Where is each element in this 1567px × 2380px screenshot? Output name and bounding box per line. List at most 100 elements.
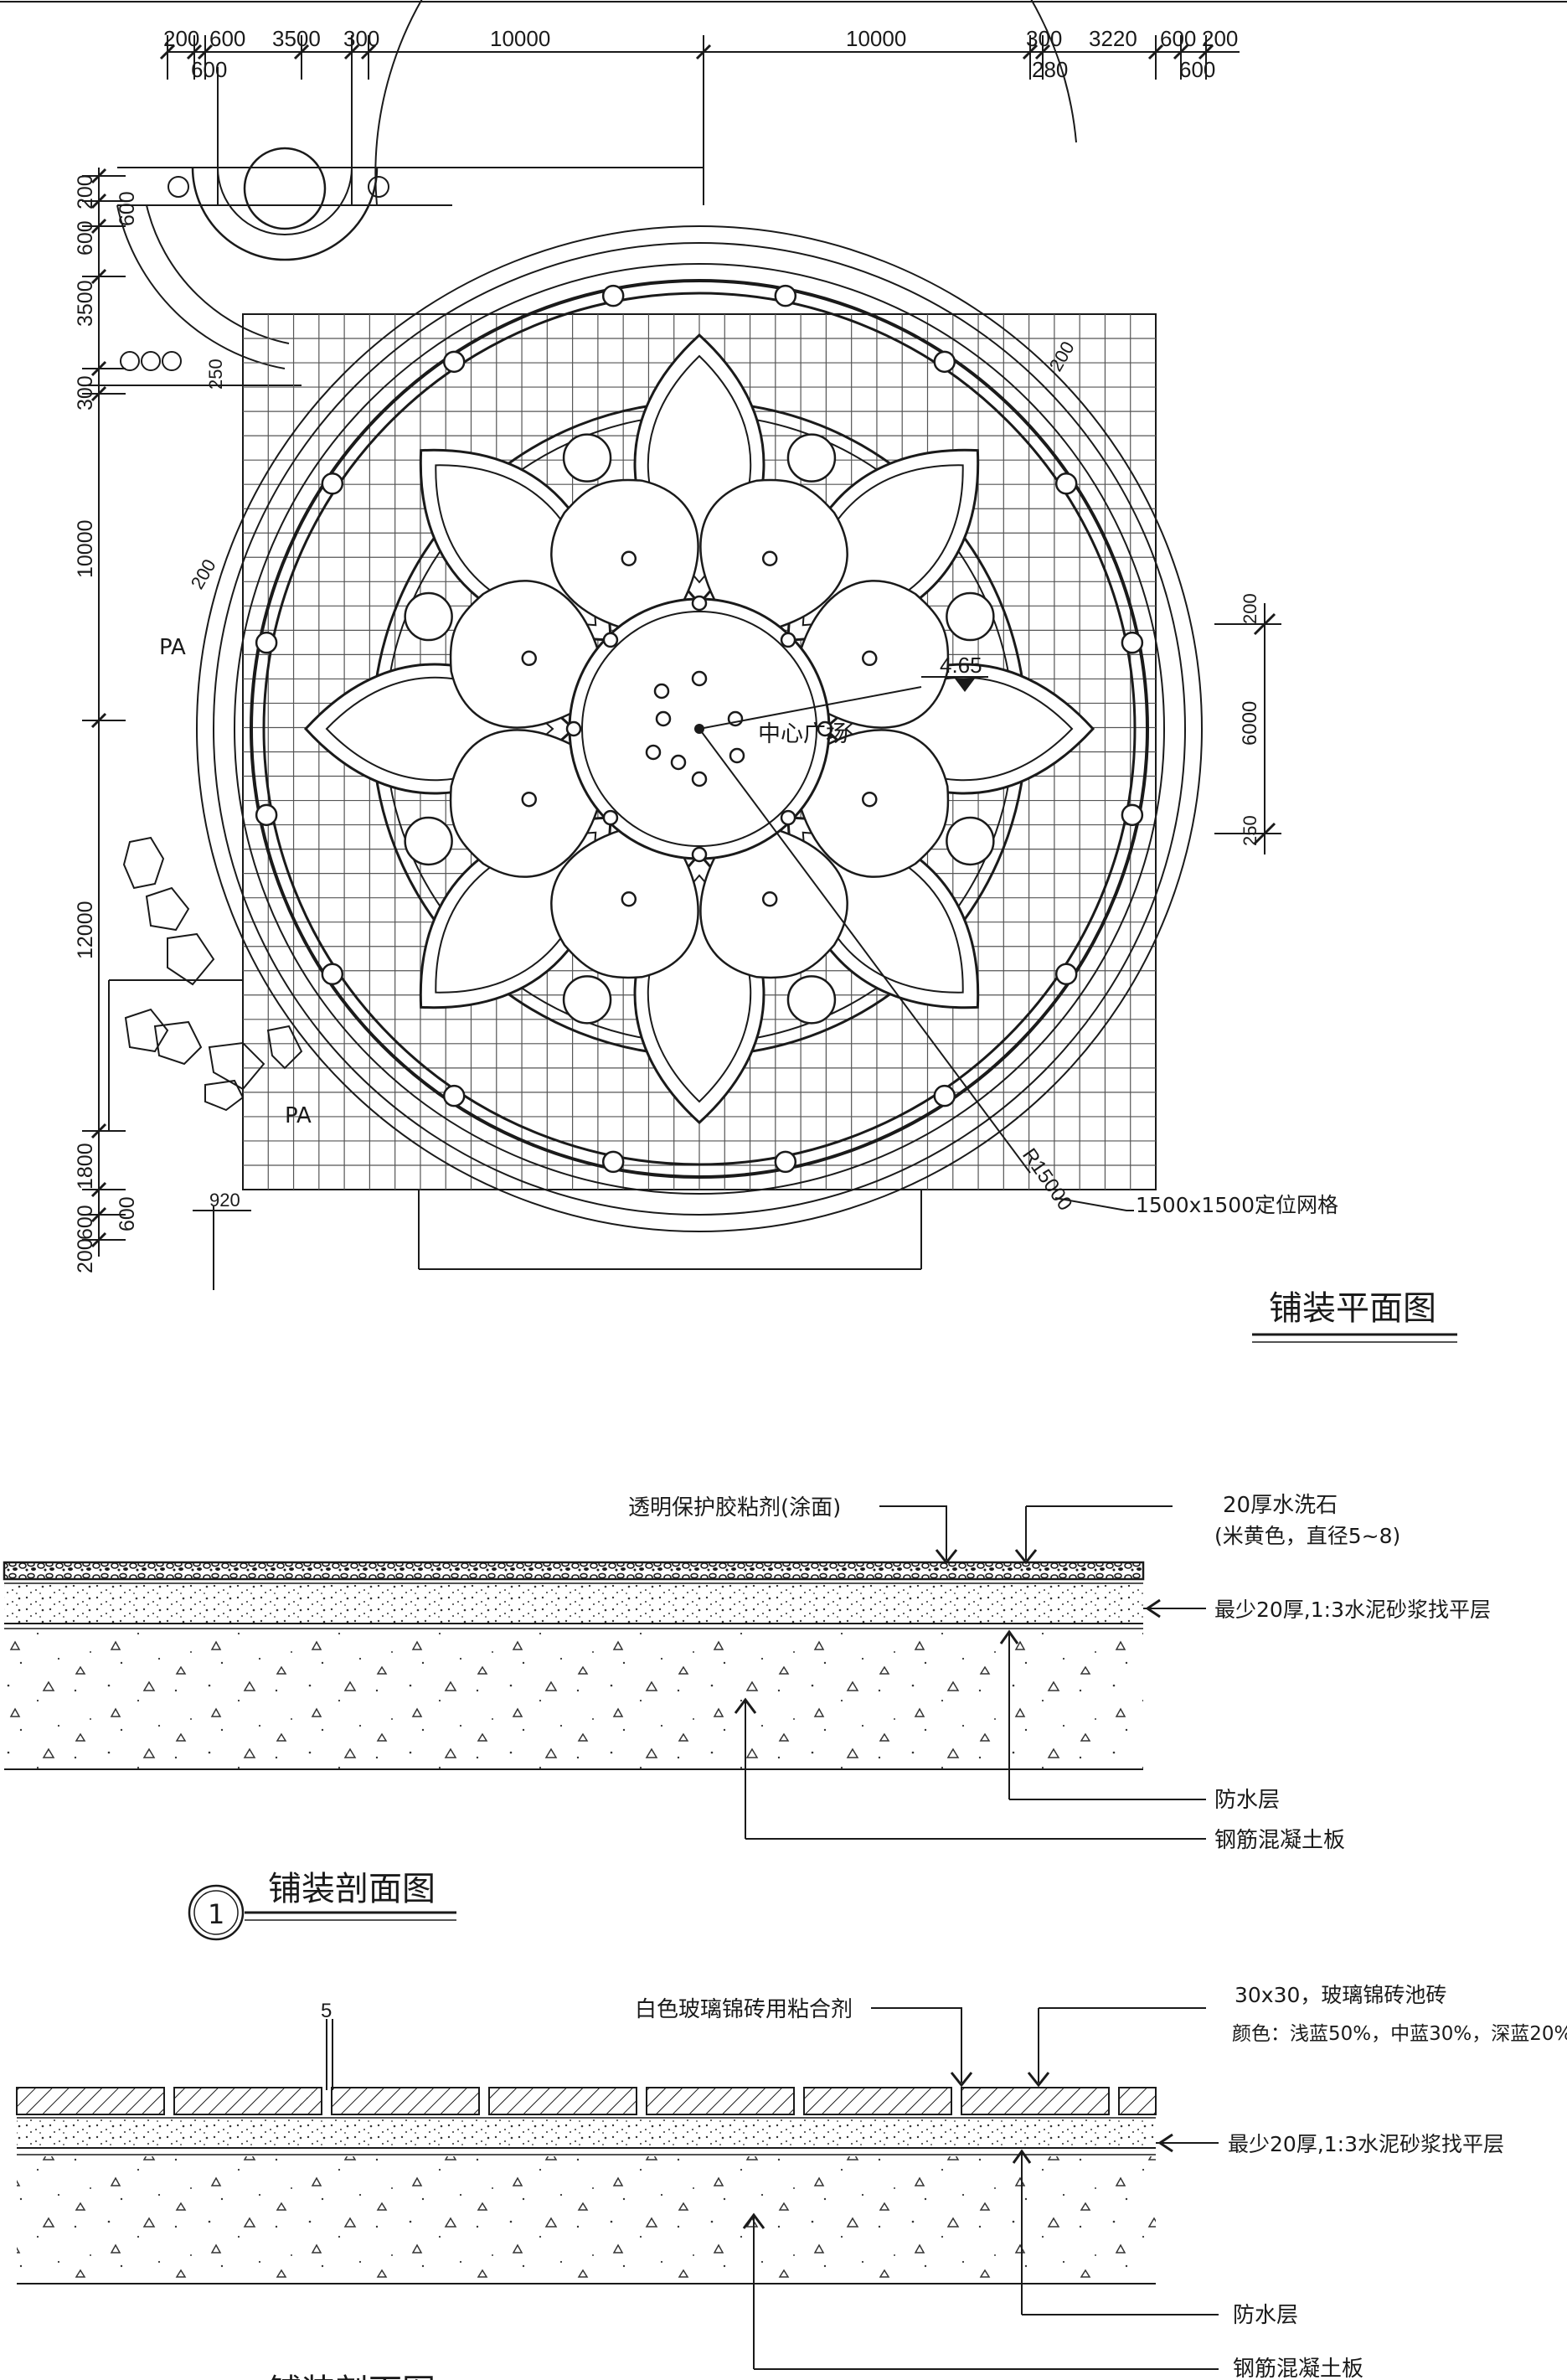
feature-circle: [946, 591, 995, 642]
extra-dim-920: 920: [209, 1190, 240, 1211]
section-number: 1: [208, 1898, 224, 1930]
glass-mosaic-tile: [331, 2087, 480, 2115]
top-tick-mark: [293, 44, 310, 60]
label-waterproof-2: 防水层: [1233, 2303, 1298, 2328]
top-tick-mark: [197, 44, 214, 60]
junction-dot: [602, 632, 619, 648]
grid-label: 1500x1500定位网格: [1136, 1193, 1338, 1217]
elevation-marker: 4.65: [921, 653, 988, 692]
top-tick-mark: [159, 44, 176, 60]
center-dot: [670, 754, 687, 771]
ring-dot: [774, 1150, 797, 1174]
extra-dim-200: 200: [187, 555, 220, 592]
left-tick-mark: [90, 1123, 107, 1139]
ring-dot: [442, 350, 466, 374]
glass-mosaic-tile: [16, 2087, 165, 2115]
left-dim-label: 200: [74, 1238, 97, 1273]
left-dim-label: 200: [74, 174, 97, 209]
ring-dot: [255, 631, 278, 654]
top-tick-mark: [1173, 44, 1189, 60]
junction-dot: [780, 809, 796, 826]
top-tick-mark: [186, 44, 203, 60]
paving-section-2: 5 白色玻璃锦砖用粘合剂 30x30，玻璃锦砖池砖 颜色：浅蓝50%，中蓝30%…: [16, 1983, 1567, 2380]
right-dim-250: 250: [1240, 815, 1260, 846]
left-dim-label: 600: [74, 220, 97, 256]
pa-label-top: PA: [159, 635, 186, 660]
left-tick-mark: [90, 385, 107, 402]
ring-dot: [601, 1150, 625, 1174]
ring-dot: [1121, 631, 1144, 654]
ring-dot: [1054, 472, 1078, 495]
rock-cluster: [122, 836, 303, 1112]
top-tick-mark: [1022, 44, 1039, 60]
right-dim-200: 200: [1240, 593, 1260, 624]
paving-section-1: 透明保护胶粘剂(涂面) 20厚水洗石 (米黄色，直径5~8) 最少20厚,1:3…: [3, 1493, 1491, 1941]
left-dim-label: 3500: [74, 280, 97, 327]
center-dot: [691, 670, 708, 687]
feature-circle: [562, 433, 612, 483]
top-dim-sub-label: 280: [1032, 57, 1068, 82]
petal-dot: [761, 550, 778, 566]
junction-dot: [691, 595, 708, 612]
section-1-title-text: 铺装剖面图: [268, 1870, 436, 1908]
top-dim-label: 3220: [1089, 26, 1137, 51]
pa-label-bottom: PA: [285, 1103, 312, 1128]
lotus-pattern: [303, 333, 1095, 1174]
label-slab-2: 钢筋混凝土板: [1233, 2357, 1363, 2380]
left-tick-mark: [90, 218, 107, 235]
left-dim-label: 10000: [74, 519, 97, 578]
top-tick-mark: [1034, 44, 1051, 60]
label-mortar-2: 最少20厚,1:3水泥砂浆找平层: [1228, 2132, 1504, 2156]
glass-mosaic-tile: [1118, 2087, 1157, 2115]
ring-dot: [321, 963, 344, 986]
junction-dot: [780, 632, 796, 648]
feature-circle: [786, 975, 837, 1025]
section-2-title-text: 铺装剖面图: [268, 2372, 436, 2380]
left-dim-label: 600: [116, 191, 139, 226]
petal-dot: [621, 891, 637, 907]
feature-circle: [404, 816, 453, 866]
top-dim-label: 10000: [846, 26, 906, 51]
entrance-feature: [88, 0, 1077, 386]
petal-dot: [521, 791, 537, 808]
elevation-value: 4.65: [940, 653, 982, 678]
top-dim-sub-label: 600: [191, 57, 227, 82]
glass-mosaic-tile: [173, 2087, 322, 2115]
top-dim-label: 300: [1026, 26, 1062, 51]
left-tick-mark: [90, 168, 107, 184]
junction-dot: [565, 720, 582, 737]
petal-dot: [862, 650, 878, 667]
left-tick-mark: [90, 1206, 107, 1223]
left-tick-mark: [90, 712, 107, 729]
feature-circle: [562, 975, 612, 1025]
ring-dot: [601, 284, 625, 307]
petal-dot: [761, 891, 778, 907]
junction-dot: [691, 846, 708, 863]
glass-mosaic-tile: [961, 2087, 1110, 2115]
top-tick-mark: [343, 44, 360, 60]
section-1-title: 1 铺装剖面图: [188, 1870, 456, 1941]
junction-dot: [602, 809, 619, 826]
joint-dim: 5: [321, 2000, 332, 2022]
top-dim-label: 200: [163, 26, 199, 51]
radius-label: R15000: [1018, 1144, 1076, 1215]
center-dot: [645, 744, 662, 761]
left-dim-label: 12000: [74, 901, 97, 959]
left-dim-label: 600: [116, 1196, 139, 1231]
top-dim-sub-label: 600: [1179, 57, 1215, 82]
right-dimension-line: 200 6000 250 200: [1045, 338, 1281, 854]
feature-circle: [404, 591, 453, 642]
right-dim-6000: 6000: [1239, 701, 1261, 746]
ring-dot: [774, 284, 797, 307]
center-dot: [655, 710, 672, 727]
left-dim-label: 300: [74, 375, 97, 410]
label-slab: 钢筋混凝土板: [1214, 1828, 1345, 1853]
center-dot: [653, 683, 670, 700]
petal-dot: [621, 550, 637, 566]
label-coating: 透明保护胶粘剂(涂面): [628, 1495, 841, 1520]
left-dim-label: 600: [74, 1205, 97, 1240]
petal-dot: [862, 791, 878, 808]
